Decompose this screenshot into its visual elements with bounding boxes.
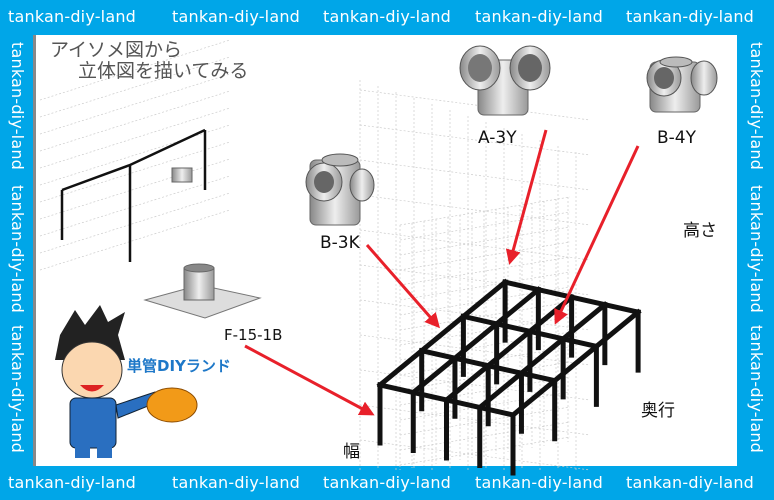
grid-line	[399, 196, 571, 226]
label-height: 高さ	[683, 221, 717, 241]
label-width: 幅	[343, 442, 360, 462]
grid-line	[399, 391, 571, 421]
label-a3y: A-3Y	[478, 128, 517, 148]
label-depth: 奥行	[641, 401, 675, 421]
grid-line	[399, 406, 571, 436]
grid-line	[399, 331, 571, 361]
grid-line	[399, 226, 571, 256]
grid-line	[39, 73, 231, 135]
grid-line	[39, 158, 231, 220]
grid-line	[399, 286, 571, 316]
pipe	[376, 278, 509, 389]
grid-line	[359, 89, 591, 121]
grid-line	[359, 159, 591, 191]
small-isometric-sketch	[60, 128, 207, 262]
background-grid	[39, 39, 591, 471]
arrow-a3y	[505, 129, 548, 265]
grid-line	[359, 369, 591, 401]
grid-line	[359, 264, 591, 296]
watermark-bottom-5: tankan-diy-land	[626, 473, 755, 492]
fitting-f151b-image	[143, 263, 262, 319]
arrow-b4y	[554, 145, 640, 325]
grid-line	[399, 316, 571, 346]
label-b4y: B-4Y	[657, 128, 696, 148]
grid-line	[359, 439, 591, 471]
pipe-frame	[376, 278, 642, 476]
grid-line	[399, 301, 571, 331]
grid-line	[399, 376, 571, 406]
watermark-top-5: tankan-diy-land	[626, 7, 755, 26]
label-f151b: F-15-1B	[224, 326, 283, 344]
pipe	[409, 286, 542, 397]
watermark-top-4: tankan-diy-land	[475, 7, 604, 26]
grid-line	[359, 404, 591, 436]
grid-line	[399, 436, 571, 466]
grid-line	[39, 175, 231, 237]
grid-line	[359, 229, 591, 261]
grid-line	[359, 194, 591, 226]
arrows	[244, 129, 640, 416]
grid-line	[39, 209, 231, 271]
watermark-top-3: tankan-diy-land	[323, 7, 452, 26]
grid-line	[399, 241, 571, 271]
fitting-a3y-image	[459, 45, 551, 116]
label-b3k: B-3K	[320, 233, 360, 253]
grid-line	[359, 299, 591, 331]
grid-line	[39, 90, 231, 152]
grid-line	[399, 271, 571, 301]
brand-logo-text: 単管DIYランド	[127, 357, 231, 375]
grid-line	[399, 256, 571, 286]
watermark-bottom-3: tankan-diy-land	[323, 473, 452, 492]
grid-line	[39, 107, 231, 169]
pipe	[476, 301, 609, 412]
grid-line	[39, 141, 231, 203]
grid-line	[399, 211, 571, 241]
watermark-top-1: tankan-diy-land	[8, 7, 137, 26]
watermark-bottom-4: tankan-diy-land	[475, 473, 604, 492]
mascot-illustration	[55, 305, 198, 458]
grid-line	[39, 39, 231, 101]
grid-line	[359, 334, 591, 366]
grid-line	[39, 192, 231, 254]
pipe	[442, 293, 576, 404]
watermark-bottom-2: tankan-diy-land	[172, 473, 301, 492]
title-line-1: アイソメ図から	[50, 39, 183, 61]
watermark-top-2: tankan-diy-land	[172, 7, 301, 26]
fitting-b4y-image	[646, 56, 718, 113]
watermark-bottom-1: tankan-diy-land	[8, 473, 137, 492]
grid-line	[39, 56, 231, 118]
grid-line	[399, 346, 571, 376]
grid-line	[399, 421, 571, 451]
arrow-f151b	[244, 344, 375, 416]
grid-line	[359, 124, 591, 156]
grid-line	[399, 361, 571, 391]
pipe	[509, 308, 642, 419]
fitting-b3k-image	[305, 153, 375, 226]
arrow-b3k	[365, 244, 440, 329]
title-line-2: 立体図を描いてみる	[78, 60, 249, 82]
grid-line	[39, 124, 231, 186]
